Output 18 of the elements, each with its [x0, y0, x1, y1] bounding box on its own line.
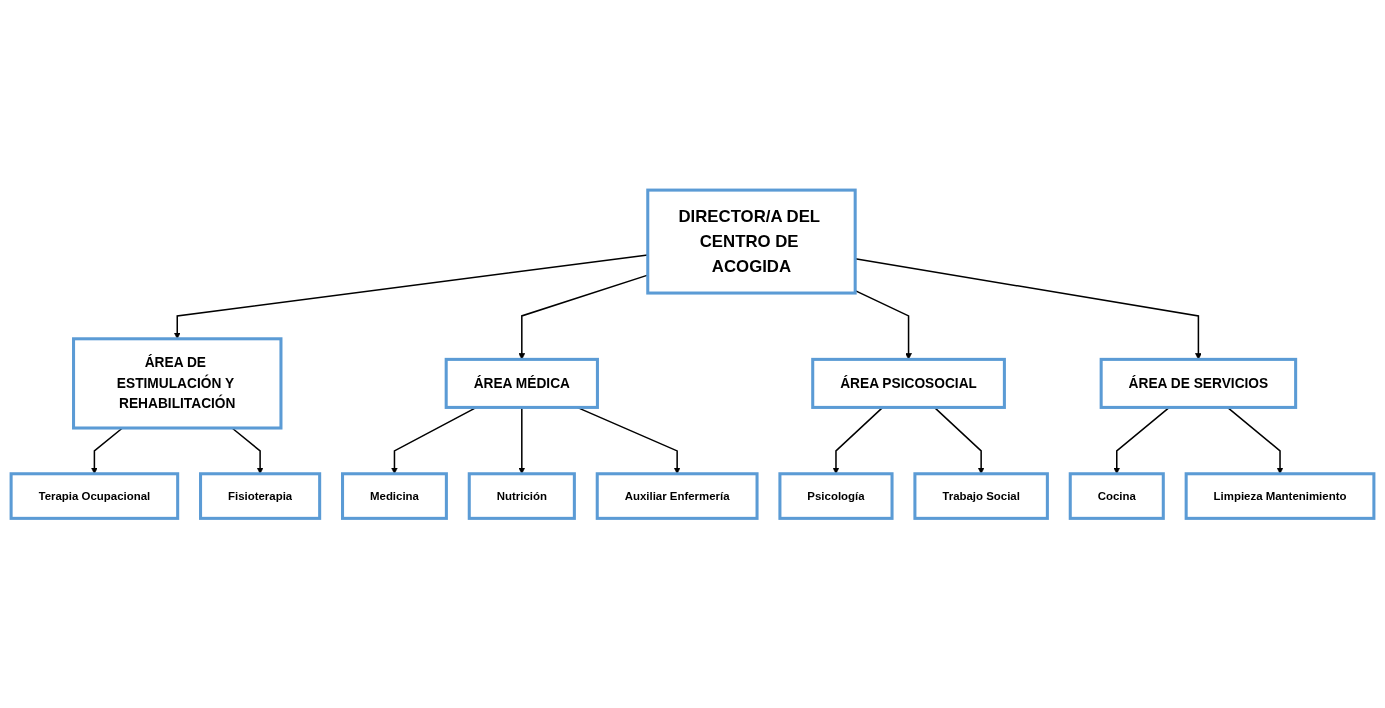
- arrow: [91, 427, 124, 474]
- node-box: Fisioterapia: [199, 472, 322, 520]
- node-box: Medicina: [341, 472, 448, 520]
- node-box: Nutrición: [467, 472, 576, 520]
- node-box: Limpieza Mantenimiento: [1184, 472, 1376, 520]
- arrow: [231, 427, 264, 474]
- node-box: ÁREA DE SERVICIOS: [1099, 357, 1298, 409]
- node-box: Terapia Ocupacional: [9, 472, 180, 520]
- node-box: Trabajo Social: [913, 472, 1049, 520]
- node-box: Psicología: [778, 472, 894, 520]
- node-box: ÁREA PSICOSOCIAL: [811, 357, 1006, 409]
- node-box: Cocina: [1068, 472, 1165, 520]
- node-box: Auxiliar Enfermería: [595, 472, 759, 520]
- arrow: [854, 289, 912, 360]
- arrow: [854, 257, 1202, 360]
- node-box: ÁREA DE ESTIMULACIÓN Y REHABILITACIÓN: [72, 337, 283, 430]
- node-box: DIRECTOR/A DEL CENTRO DE ACOGIDA: [646, 188, 857, 295]
- node-box: ÁREA MÉDICA: [444, 357, 599, 409]
